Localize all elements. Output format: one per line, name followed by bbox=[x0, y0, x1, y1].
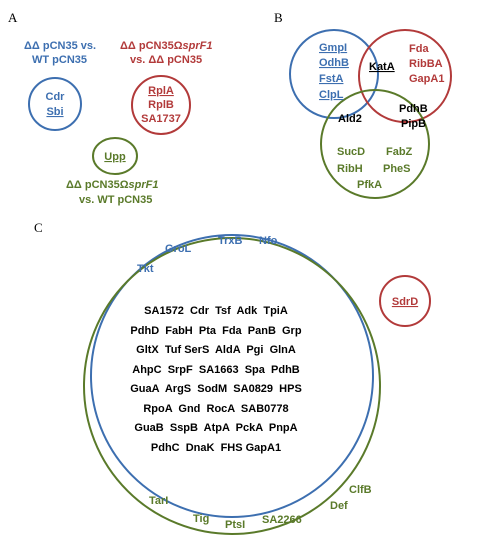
panel-b-blue-item: FstA bbox=[319, 73, 344, 85]
panel-a-green-title-line2: vs. WT pCN35 bbox=[79, 194, 152, 206]
panel-c-green-item: TarI bbox=[149, 495, 168, 507]
panel-c-blue-item: Tkt bbox=[137, 263, 154, 275]
panel-a: ΔΔ pCN35 vs. WT pCN35 ΔΔ pCN35ΩsprF1 vs.… bbox=[24, 40, 213, 206]
panel-a-blue-circle bbox=[28, 77, 82, 131]
panel-b-red-circle bbox=[358, 29, 452, 123]
panel-c-green-item: SA2266 bbox=[262, 514, 302, 526]
panel-b-blue-red-item: KatA bbox=[369, 61, 395, 73]
panel-a-blue-title-line2: WT pCN35 bbox=[32, 54, 87, 66]
panel-letter-c: C bbox=[34, 220, 43, 235]
panel-a-blue-title-line1: ΔΔ pCN35 vs. bbox=[24, 40, 96, 52]
panel-a-red-item: RplB bbox=[148, 99, 174, 111]
panel-c-center-row: GuaB SspB AtpA PckA PnpA bbox=[134, 422, 297, 434]
panel-a-blue-item: Sbi bbox=[46, 106, 63, 118]
panel-b-green-circle bbox=[320, 89, 430, 199]
panel-b-green-item: PfkA bbox=[357, 179, 382, 191]
panel-c-blue-circle bbox=[90, 234, 374, 518]
panel-c-blue-item: Nfo bbox=[259, 235, 278, 247]
panel-c: TrxB Nfo GroL Tkt ClfB Def SA2266 TarI T… bbox=[83, 234, 431, 535]
panel-c-blue-item: GroL bbox=[165, 243, 192, 255]
panel-c-green-item: Def bbox=[330, 500, 348, 512]
panel-a-blue-item: Cdr bbox=[46, 91, 66, 103]
panel-a-red-item: RplA bbox=[148, 85, 174, 97]
panel-c-center-row: RpoA Gnd RocA SAB0778 bbox=[143, 403, 288, 415]
panel-c-green-item: PtsI bbox=[225, 519, 245, 531]
panel-letter-b: B bbox=[274, 10, 283, 25]
panel-b-blue-circle bbox=[289, 29, 379, 119]
panel-a-green-title-line1: ΔΔ pCN35ΩsprF1 bbox=[66, 179, 159, 191]
panel-c-center-row: GuaA ArgS SodM SA0829 HPS bbox=[130, 383, 302, 395]
panel-b-green-item: FabZ bbox=[386, 146, 413, 158]
panel-c-red-circle bbox=[379, 275, 431, 327]
panel-b-red-item: Fda bbox=[409, 43, 429, 55]
panel-b-green-item: SucD bbox=[337, 146, 365, 158]
panel-b-green-item: PheS bbox=[383, 163, 411, 175]
panel-c-red-item: SdrD bbox=[392, 296, 418, 308]
panel-b-green-item: RibH bbox=[337, 163, 363, 175]
panel-b-blue-item: OdhB bbox=[319, 57, 349, 69]
panel-c-blue-item: TrxB bbox=[218, 235, 243, 247]
panel-b-red-green-item: PdhB bbox=[399, 103, 428, 115]
panel-a-red-item: SA1737 bbox=[141, 113, 181, 125]
panel-b-red-item: RibBA bbox=[409, 58, 443, 70]
panel-c-center-row: GltX Tuf SerS AldA Pgi GlnA bbox=[136, 344, 296, 356]
panel-b-red-item: GapA1 bbox=[409, 73, 444, 85]
panel-a-red-title-line2: vs. ΔΔ pCN35 bbox=[130, 54, 202, 66]
panel-c-center-row: PdhC DnaK FHS GapA1 bbox=[151, 442, 281, 454]
panel-a-green-circle bbox=[92, 137, 138, 175]
panel-c-green-item: Tig bbox=[193, 513, 209, 525]
panel-letter-a: A bbox=[8, 10, 18, 25]
panel-a-green-item: Upp bbox=[104, 151, 126, 163]
panel-b-blue-green-item: Ald2 bbox=[338, 113, 362, 125]
panel-b-blue-item: ClpL bbox=[319, 89, 344, 101]
panel-c-center-row: PdhD FabH Pta Fda PanB Grp bbox=[130, 325, 301, 337]
panel-c-center-row: AhpC SrpF SA1663 Spa PdhB bbox=[132, 364, 300, 376]
panel-a-red-circle bbox=[131, 75, 191, 135]
panel-b-red-green-item: PipB bbox=[401, 118, 426, 130]
panel-c-green-item: ClfB bbox=[349, 484, 372, 496]
panel-a-red-title-line1: ΔΔ pCN35ΩsprF1 bbox=[120, 40, 213, 52]
panel-b-blue-item: GmpI bbox=[319, 42, 347, 54]
panel-c-green-circle bbox=[83, 237, 381, 535]
panel-b: GmpI OdhB FstA ClpL Fda RibBA GapA1 KatA… bbox=[289, 29, 452, 199]
panel-c-center-row: SA1572 Cdr Tsf Adk TpiA bbox=[144, 305, 288, 317]
